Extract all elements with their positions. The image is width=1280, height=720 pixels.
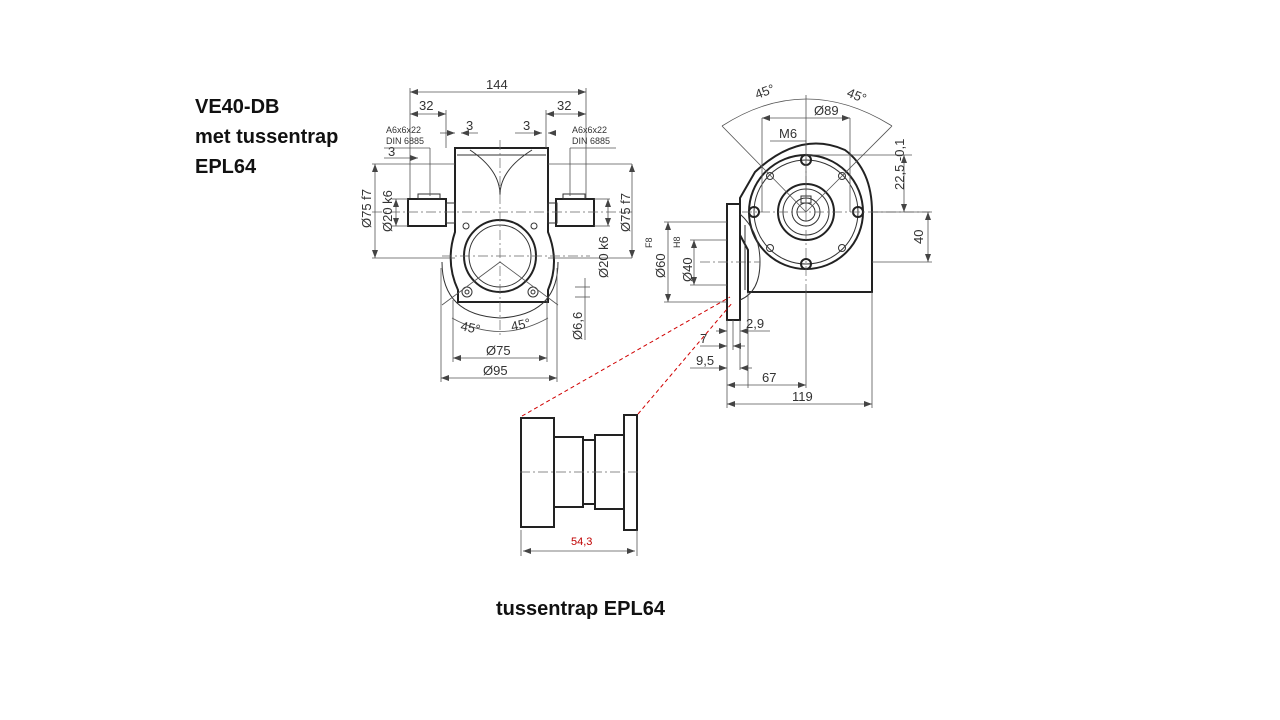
key-left-standard: DIN 6885 [386, 136, 424, 146]
dim-overall-width: 144 [486, 77, 508, 92]
dim-left-dia20: Ø20 k6 [380, 190, 395, 232]
dim-hole: Ø6,6 [570, 312, 585, 340]
dim-left-dia75: Ø75 f7 [359, 189, 374, 228]
front-view: 144 32 32 3 3 3 A6x6x22 DIN 6885 A6x6x22… [359, 77, 635, 382]
dim-right-dia20: Ø20 k6 [596, 236, 611, 278]
fit-h8: H8 [672, 236, 682, 248]
key-right-label: A6x6x22 [572, 125, 607, 135]
side-angle-right: 45° [845, 85, 869, 106]
dim-gap-right: 3 [523, 118, 530, 133]
dim-right-dia75: Ø75 f7 [618, 193, 633, 232]
dim-7: 7 [700, 331, 707, 346]
callout-line-left [521, 296, 731, 417]
dim-side-dia60: Ø60 [653, 253, 668, 278]
dim-side-dia89: Ø89 [814, 103, 839, 118]
front-angle-left: 45° [459, 318, 481, 337]
front-angle-right: 45° [510, 315, 532, 334]
title-subtitle: met tussentrap [195, 126, 339, 148]
dim-small-left: 3 [388, 144, 395, 159]
dim-bottom-dia75: Ø75 [486, 343, 511, 358]
detail-large-flange [520, 417, 555, 528]
key-right-standard: DIN 6885 [572, 136, 610, 146]
detail-adapter: 54,3 [520, 414, 640, 556]
dim-gap-left: 3 [466, 118, 473, 133]
title-block: VE40-DB met tussentrap EPL64 [195, 92, 338, 182]
dim-side-dia40: Ø40 [680, 257, 695, 282]
fit-f8: F8 [644, 237, 654, 248]
dim-9-5: 9,5 [696, 353, 714, 368]
front-housing-outline [449, 147, 555, 303]
left-shaft [407, 198, 447, 227]
dim-height-top: 22,5 -0,1 [892, 139, 907, 190]
dim-thread: M6 [779, 126, 797, 141]
detail-length-label: 54,3 [571, 536, 592, 548]
dim-bottom-dia95: Ø95 [483, 363, 508, 378]
dim-left-offset: 32 [419, 98, 433, 113]
side-view: 45° 45° Ø89 M6 22,5 -0,1 40 Ø60 F8 Ø40 H… [644, 81, 932, 408]
right-shaft [555, 198, 595, 227]
callout-line-right [637, 301, 734, 415]
dim-2-9: 2,9 [746, 316, 764, 331]
title-part: EPL64 [195, 156, 257, 178]
dim-right-offset: 32 [557, 98, 571, 113]
title-model: VE40-DB [195, 96, 280, 118]
dim-119: 119 [792, 389, 813, 404]
key-left-label: A6x6x22 [386, 125, 421, 135]
detail-caption: tussentrap EPL64 [496, 598, 665, 620]
detail-small-flange [623, 414, 638, 531]
dim-67: 67 [762, 370, 776, 385]
side-angle-left: 45° [753, 81, 777, 102]
dim-height-40: 40 [911, 230, 926, 244]
